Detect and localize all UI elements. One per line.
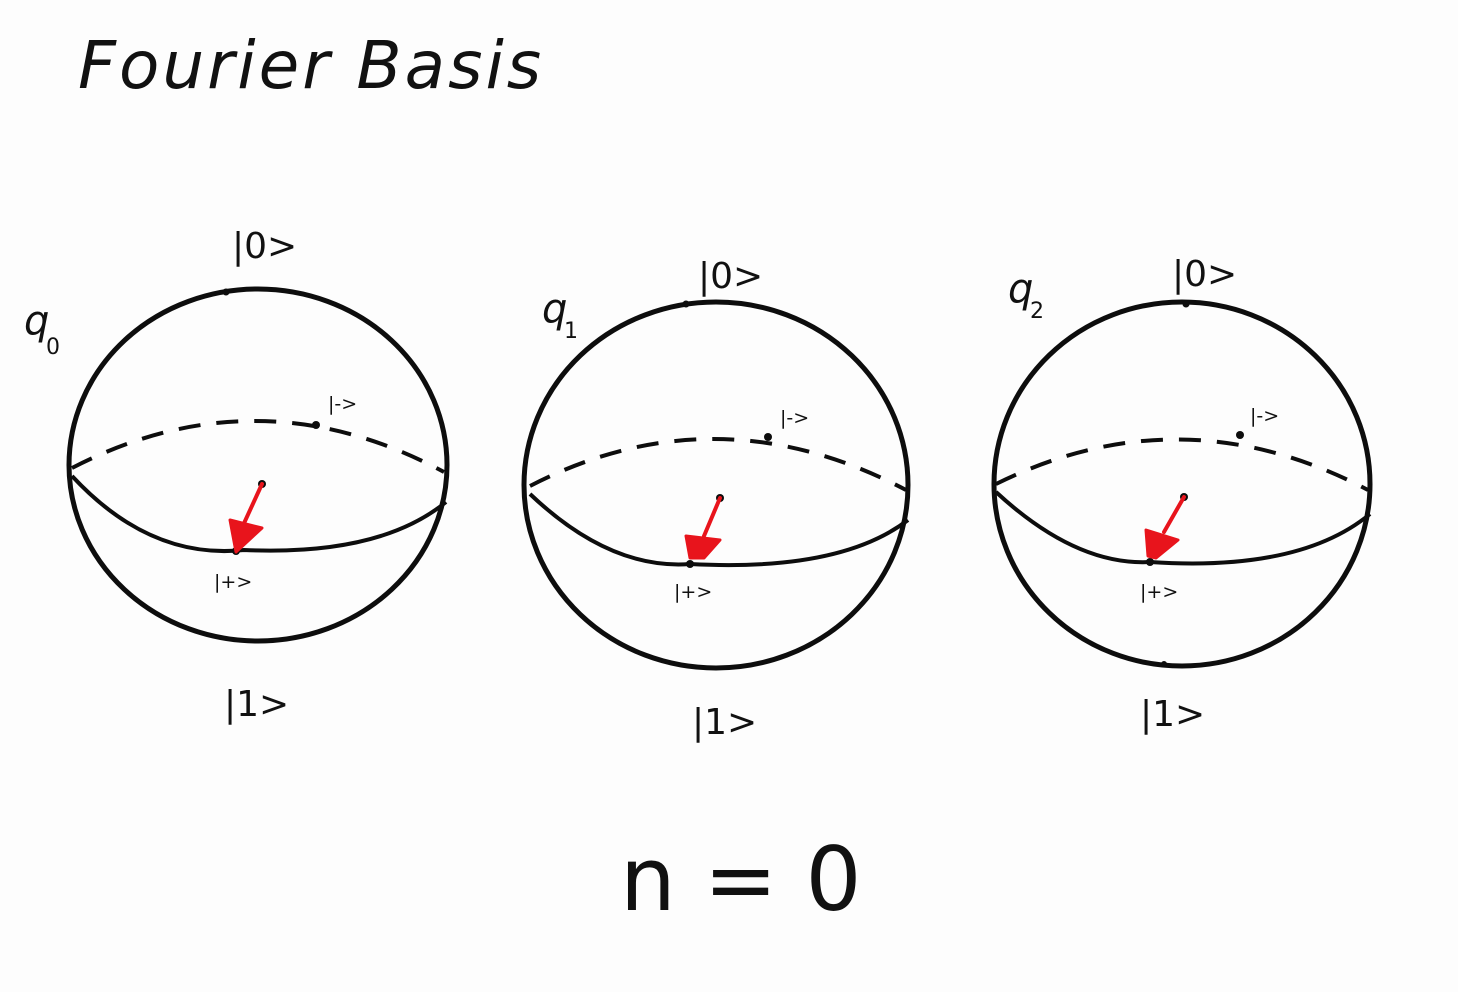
- state-vector-arrow: [1144, 495, 1186, 560]
- ket-plus-label: |+>: [214, 571, 252, 593]
- bloch-sphere-q0: |0> |1> |-> |+> q 0: [24, 226, 450, 725]
- iteration-equation: n = 0: [620, 828, 861, 931]
- ket-minus-label: |->: [780, 407, 809, 429]
- sphere-outline: [521, 299, 911, 671]
- minus-point-dot: [1236, 431, 1244, 439]
- qubit-label-q2: q: [1008, 266, 1033, 312]
- minus-point-dot: [764, 433, 772, 441]
- diagram-title: Fourier Basis: [78, 27, 544, 104]
- qubit-label-q1: q: [542, 286, 567, 332]
- state-vector-arrow: [228, 482, 264, 554]
- ket-one-label: |1>: [224, 684, 289, 725]
- ket-one-label: |1>: [1140, 694, 1205, 735]
- ket-zero-label: |0>: [698, 256, 763, 297]
- sphere-outline: [991, 299, 1373, 669]
- bloch-sphere-q2: |0> |1> |-> |+> q 2: [991, 254, 1373, 735]
- sphere-outline: [66, 286, 450, 644]
- equator-front: [70, 474, 448, 553]
- equator-back-dashed: [995, 437, 1369, 492]
- qubit-subscript-q1: 1: [564, 319, 578, 344]
- equator-back-dashed: [71, 419, 445, 474]
- plus-point-dot: [686, 560, 694, 568]
- ket-minus-label: |->: [1250, 405, 1279, 427]
- equator-back-dashed: [529, 437, 907, 492]
- pole-top-dot: [682, 300, 690, 308]
- bloch-sphere-q1: |0> |1> |-> |+> q 1: [521, 256, 911, 743]
- ket-zero-label: |0>: [232, 226, 297, 267]
- ket-plus-label: |+>: [1140, 581, 1178, 603]
- qubit-label-q0: q: [24, 298, 49, 344]
- qubit-subscript-q0: 0: [46, 335, 60, 360]
- ket-minus-label: |->: [328, 393, 357, 415]
- ket-zero-label: |0>: [1172, 254, 1237, 295]
- minus-point-dot: [312, 421, 320, 429]
- ket-plus-label: |+>: [674, 581, 712, 603]
- pole-top-dot: [222, 288, 230, 296]
- qubit-subscript-q2: 2: [1030, 299, 1044, 324]
- state-vector-arrow: [684, 496, 722, 560]
- bottom-pole-dot: [1161, 661, 1167, 667]
- plus-point-dot: [1146, 558, 1154, 566]
- ket-one-label: |1>: [692, 702, 757, 743]
- pole-top-dot: [1182, 300, 1190, 308]
